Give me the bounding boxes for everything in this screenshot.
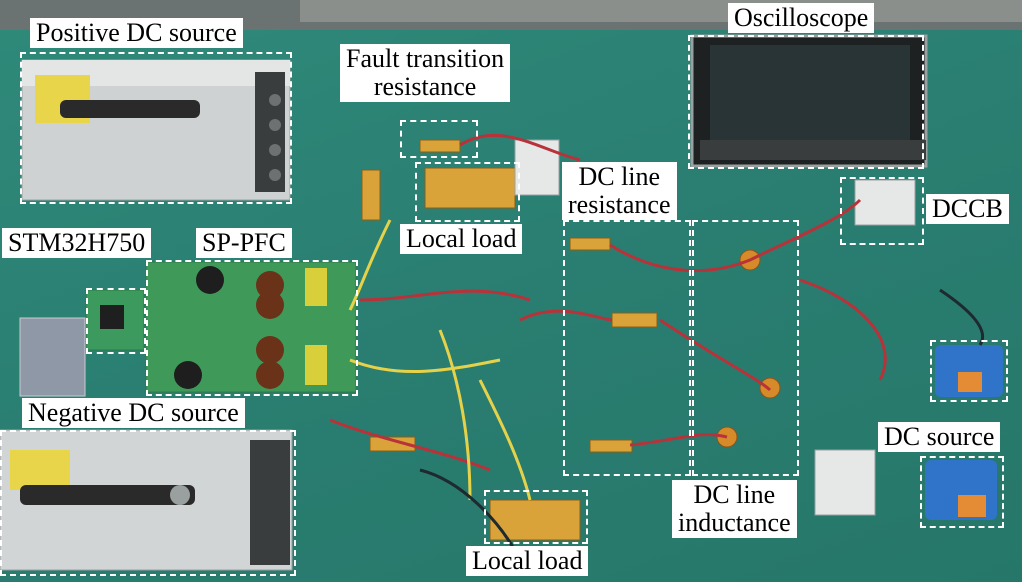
label-dc-line-resistance-line2: resistance bbox=[568, 190, 671, 219]
label-dc-line-resistance: DC line resistance bbox=[562, 162, 677, 220]
label-dc-line-inductance-line1: DC line bbox=[693, 480, 776, 509]
label-dc-line-resistance-line1: DC line bbox=[578, 162, 661, 191]
box-dccb bbox=[840, 177, 924, 245]
red-wires bbox=[329, 133, 887, 472]
negative-dc-source-device bbox=[0, 429, 293, 571]
label-dc-source: DC source bbox=[878, 422, 1001, 452]
box-dc-line-inductance bbox=[692, 220, 799, 476]
label-local-load-bottom: Local load bbox=[466, 546, 589, 576]
box-stm32 bbox=[86, 288, 146, 354]
label-fault-line1: Fault transition bbox=[346, 44, 505, 73]
sp-pfc-board bbox=[145, 261, 357, 393]
box-dc-source-bottom bbox=[920, 456, 1004, 528]
label-stm32: STM32H750 bbox=[2, 228, 152, 258]
yellow-wires bbox=[348, 219, 532, 501]
enclosure-box bbox=[19, 317, 86, 397]
batteries bbox=[925, 345, 1003, 520]
label-positive-dc-source: Positive DC source bbox=[30, 18, 243, 48]
positive-dc-source-device bbox=[21, 59, 291, 201]
box-local-load-bottom bbox=[484, 490, 588, 544]
box-local-load-top bbox=[415, 162, 520, 222]
label-sp-pfc: SP-PFC bbox=[196, 228, 292, 258]
label-fault-line2: resistance bbox=[373, 72, 477, 101]
box-fault-resistance bbox=[400, 120, 478, 158]
label-dc-line-inductance: DC line inductance bbox=[672, 480, 797, 538]
label-dccb: DCCB bbox=[926, 194, 1009, 224]
label-negative-dc-source: Negative DC source bbox=[22, 398, 245, 428]
box-dc-line-resistance bbox=[563, 220, 691, 476]
box-negative-dc-source bbox=[0, 430, 296, 576]
label-oscilloscope: Oscilloscope bbox=[728, 3, 875, 33]
stm32-board bbox=[85, 289, 145, 351]
label-fault-transition-resistance: Fault transition resistance bbox=[340, 44, 511, 102]
oscilloscope-device bbox=[690, 34, 928, 168]
box-positive-dc-source bbox=[20, 52, 292, 204]
box-sp-pfc bbox=[146, 260, 358, 396]
label-local-load-top: Local load bbox=[400, 224, 523, 254]
box-dc-source-top bbox=[930, 340, 1008, 402]
resistors bbox=[361, 139, 658, 541]
box-oscilloscope bbox=[688, 35, 924, 169]
label-dc-line-inductance-line2: inductance bbox=[678, 508, 791, 537]
